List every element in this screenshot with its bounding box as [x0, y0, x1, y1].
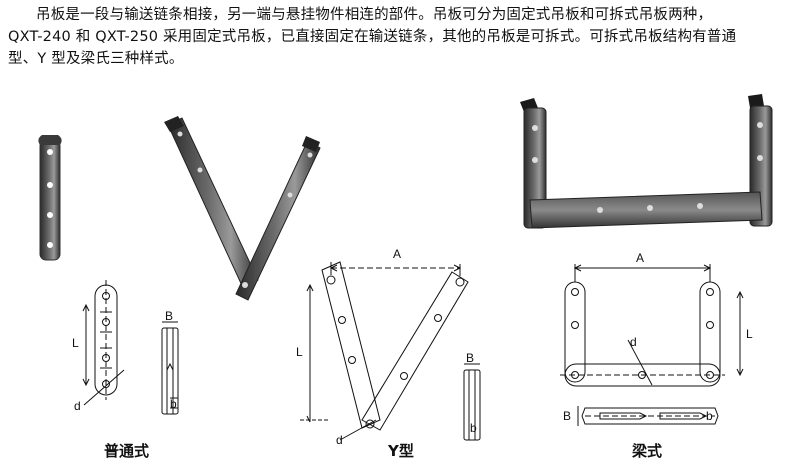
dim-label-b-common: b — [170, 397, 177, 411]
photo-y-plate — [164, 116, 321, 301]
dim-label-B-y: B — [466, 351, 474, 365]
caption-beam: 梁式 — [632, 442, 663, 460]
paragraph-line-3: 型、Y 型及梁氏三种样式。 — [8, 51, 184, 67]
photo-beam-plate — [520, 94, 773, 229]
paragraph-line-1: 吊板是一段与输送链条相接，另一端与悬挂物件相连的部件。吊板可分为固定式吊板和可拆… — [36, 7, 713, 23]
dim-label-b-y: b — [470, 421, 477, 435]
description-paragraph: 吊板是一段与输送链条相接，另一端与悬挂物件相连的部件。吊板可分为固定式吊板和可拆… — [8, 4, 793, 70]
dim-label-L-common: L — [72, 336, 79, 350]
drawing-beam-type — [560, 264, 744, 426]
dim-label-d-y: d — [336, 433, 343, 447]
caption-common: 普通式 — [104, 442, 150, 460]
dim-label-A-beam: A — [636, 251, 644, 265]
dim-label-d-common: d — [74, 399, 81, 413]
dim-label-A-y: A — [393, 247, 401, 261]
paragraph-line-2: QXT-240 和 QXT-250 采用固定式吊板，已直接固定在输送链条，其他的… — [8, 29, 737, 45]
dim-label-d-beam: d — [630, 335, 637, 349]
dim-label-L-beam: L — [746, 327, 753, 341]
caption-y-type: Y型 — [388, 442, 414, 460]
photo-common-plate — [38, 135, 62, 261]
dim-label-B-common: B — [165, 309, 173, 323]
dim-label-b-beam: b — [706, 409, 713, 423]
dim-label-L-y: L — [296, 345, 303, 359]
drawing-y-type — [300, 261, 481, 441]
drawing-common-type — [82, 280, 179, 415]
dim-label-B-beam: B — [563, 409, 571, 423]
